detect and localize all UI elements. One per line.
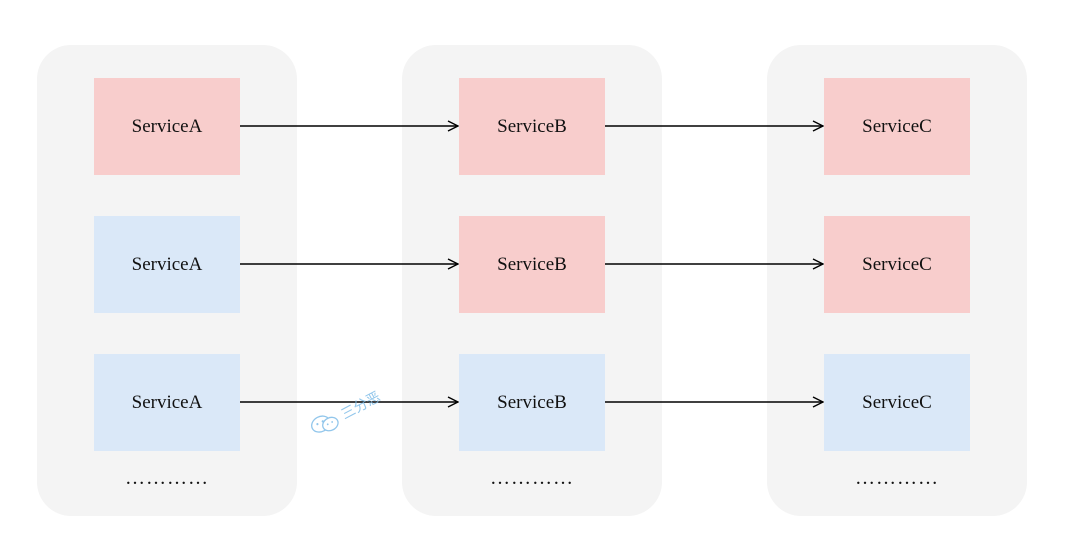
column-service-c: ServiceC ServiceC ServiceC …………: [767, 45, 1027, 516]
wechat-icon: [311, 415, 339, 433]
service-b-node-3: ServiceB: [459, 354, 605, 451]
service-b-node-2: ServiceB: [459, 216, 605, 313]
service-c-node-2: ServiceC: [824, 216, 970, 313]
column-service-a: ServiceA ServiceA ServiceA …………: [37, 45, 297, 516]
service-b-ellipsis: …………: [490, 467, 574, 489]
service-c-node-1: ServiceC: [824, 78, 970, 175]
column-service-b: ServiceB ServiceB ServiceB …………: [402, 45, 662, 516]
service-a-node-1: ServiceA: [94, 78, 240, 175]
service-a-node-3: ServiceA: [94, 354, 240, 451]
service-a-ellipsis: …………: [125, 467, 209, 489]
service-c-node-3: ServiceC: [824, 354, 970, 451]
service-b-node-1: ServiceB: [459, 78, 605, 175]
watermark: 三分恶: [307, 386, 384, 441]
service-c-ellipsis: …………: [855, 467, 939, 489]
service-a-node-2: ServiceA: [94, 216, 240, 313]
